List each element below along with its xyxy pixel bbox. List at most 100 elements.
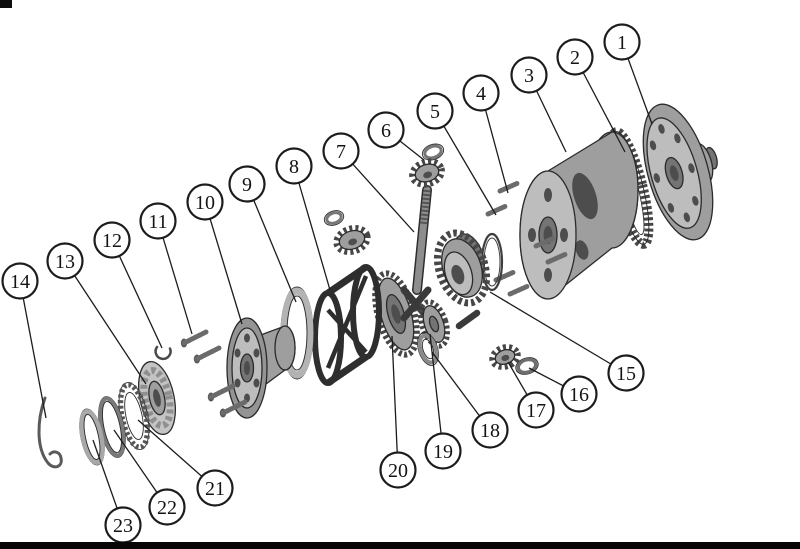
- part-drive-flange: [642, 103, 718, 241]
- callout-8: 8: [275, 147, 313, 185]
- part-roll-pin: [455, 309, 481, 330]
- part-pinion-shaft: [412, 185, 432, 295]
- callout-11: 11: [139, 202, 177, 240]
- part-differential-case: [519, 131, 639, 300]
- leader-line-19: [429, 333, 444, 452]
- callout-balloon: [139, 202, 177, 240]
- callout-23: 23: [104, 506, 142, 544]
- callout-12: 12: [93, 221, 131, 259]
- callout-balloon: [510, 56, 548, 94]
- callout-balloon: [186, 183, 224, 221]
- part-thrust-washer-right: [515, 357, 539, 375]
- part-pinion-gear-top: [409, 158, 445, 188]
- callout-balloon: [46, 242, 84, 280]
- callout-2: 2: [556, 38, 594, 76]
- callout-3: 3: [510, 56, 548, 94]
- leader-line-13: [64, 260, 147, 385]
- callout-number: 16: [569, 384, 589, 406]
- part-cross-pins: [485, 180, 569, 297]
- part-washer-left: [79, 408, 105, 466]
- callout-number: 12: [102, 230, 122, 252]
- callout-number: 23: [113, 515, 133, 537]
- callout-number: 3: [524, 65, 534, 87]
- callout-10: 10: [186, 183, 224, 221]
- part-thrust-washer-center: [417, 332, 439, 366]
- callout-1: 1: [603, 23, 641, 61]
- leader-line-9: [246, 183, 297, 303]
- callout-13: 13: [46, 242, 84, 280]
- part-clutch-cage: [312, 264, 382, 386]
- callout-14: 14: [1, 262, 39, 300]
- callout-17: 17: [517, 391, 555, 429]
- callout-balloon: [275, 147, 313, 185]
- callout-7: 7: [322, 132, 360, 170]
- callout-21: 21: [196, 469, 234, 507]
- callout-18: 18: [471, 411, 509, 449]
- part-side-gear-small: [418, 299, 450, 349]
- callout-number: 7: [336, 141, 346, 163]
- callout-number: 17: [526, 400, 546, 422]
- callout-balloon: [517, 391, 555, 429]
- part-lock-washer: [98, 396, 126, 458]
- callout-number: 14: [10, 271, 30, 293]
- callout-number: 2: [570, 47, 580, 69]
- exploded-assembly: [37, 103, 718, 469]
- callout-number: 18: [480, 420, 500, 442]
- callout-4: 4: [462, 74, 500, 112]
- callout-number: 21: [205, 478, 225, 500]
- callout-6: 6: [367, 111, 405, 149]
- leader-line-12: [111, 239, 163, 349]
- callout-number: 5: [430, 101, 440, 123]
- callout-balloon: [1, 262, 39, 300]
- callout-balloon: [462, 74, 500, 112]
- callout-5: 5: [416, 92, 454, 130]
- part-pinion-gear-bottom: [489, 344, 521, 370]
- callout-number: 15: [616, 363, 636, 385]
- bottom-border-bar: [0, 542, 800, 549]
- callout-number: 1: [617, 32, 627, 54]
- leader-line-10: [204, 201, 243, 325]
- callout-balloon: [424, 432, 462, 470]
- callout-16: 16: [560, 375, 598, 413]
- part-hub: [226, 317, 296, 419]
- callout-number: 10: [195, 192, 215, 214]
- leader-line-5: [434, 110, 497, 216]
- callout-19: 19: [424, 432, 462, 470]
- callout-number: 8: [289, 156, 299, 178]
- callout-15: 15: [607, 354, 645, 392]
- part-bevel-gear-mid: [333, 224, 371, 256]
- leader-line-20: [391, 335, 399, 471]
- callout-22: 22: [148, 488, 186, 526]
- callout-number: 19: [433, 441, 453, 463]
- callout-balloon: [607, 354, 645, 392]
- callout-number: 13: [55, 251, 75, 273]
- part-side-gear: [433, 229, 491, 307]
- callout-number: 4: [476, 83, 486, 105]
- callout-number: 11: [148, 211, 167, 233]
- callout-balloon: [367, 111, 405, 149]
- callout-balloon: [603, 23, 641, 61]
- part-washer-top: [421, 143, 445, 161]
- callout-9: 9: [228, 165, 266, 203]
- leader-line-11: [157, 220, 193, 335]
- part-wire-clip: [37, 396, 63, 469]
- callout-20: 20: [379, 451, 417, 489]
- callout-balloon: [228, 165, 266, 203]
- part-stud-bolts: [180, 329, 248, 418]
- callout-number: 9: [242, 174, 252, 196]
- callout-balloon: [471, 411, 509, 449]
- leader-line-14: [19, 280, 47, 419]
- callout-balloon: [322, 132, 360, 170]
- leader-line-8: [293, 165, 331, 291]
- leader-line-15: [489, 291, 627, 374]
- callout-balloon: [416, 92, 454, 130]
- callout-balloon: [196, 469, 234, 507]
- callout-balloon: [560, 375, 598, 413]
- callout-balloon: [148, 488, 186, 526]
- callout-number: 22: [157, 497, 177, 519]
- callout-balloon: [93, 221, 131, 259]
- part-washer-mid: [323, 210, 345, 226]
- callout-balloon: [379, 451, 417, 489]
